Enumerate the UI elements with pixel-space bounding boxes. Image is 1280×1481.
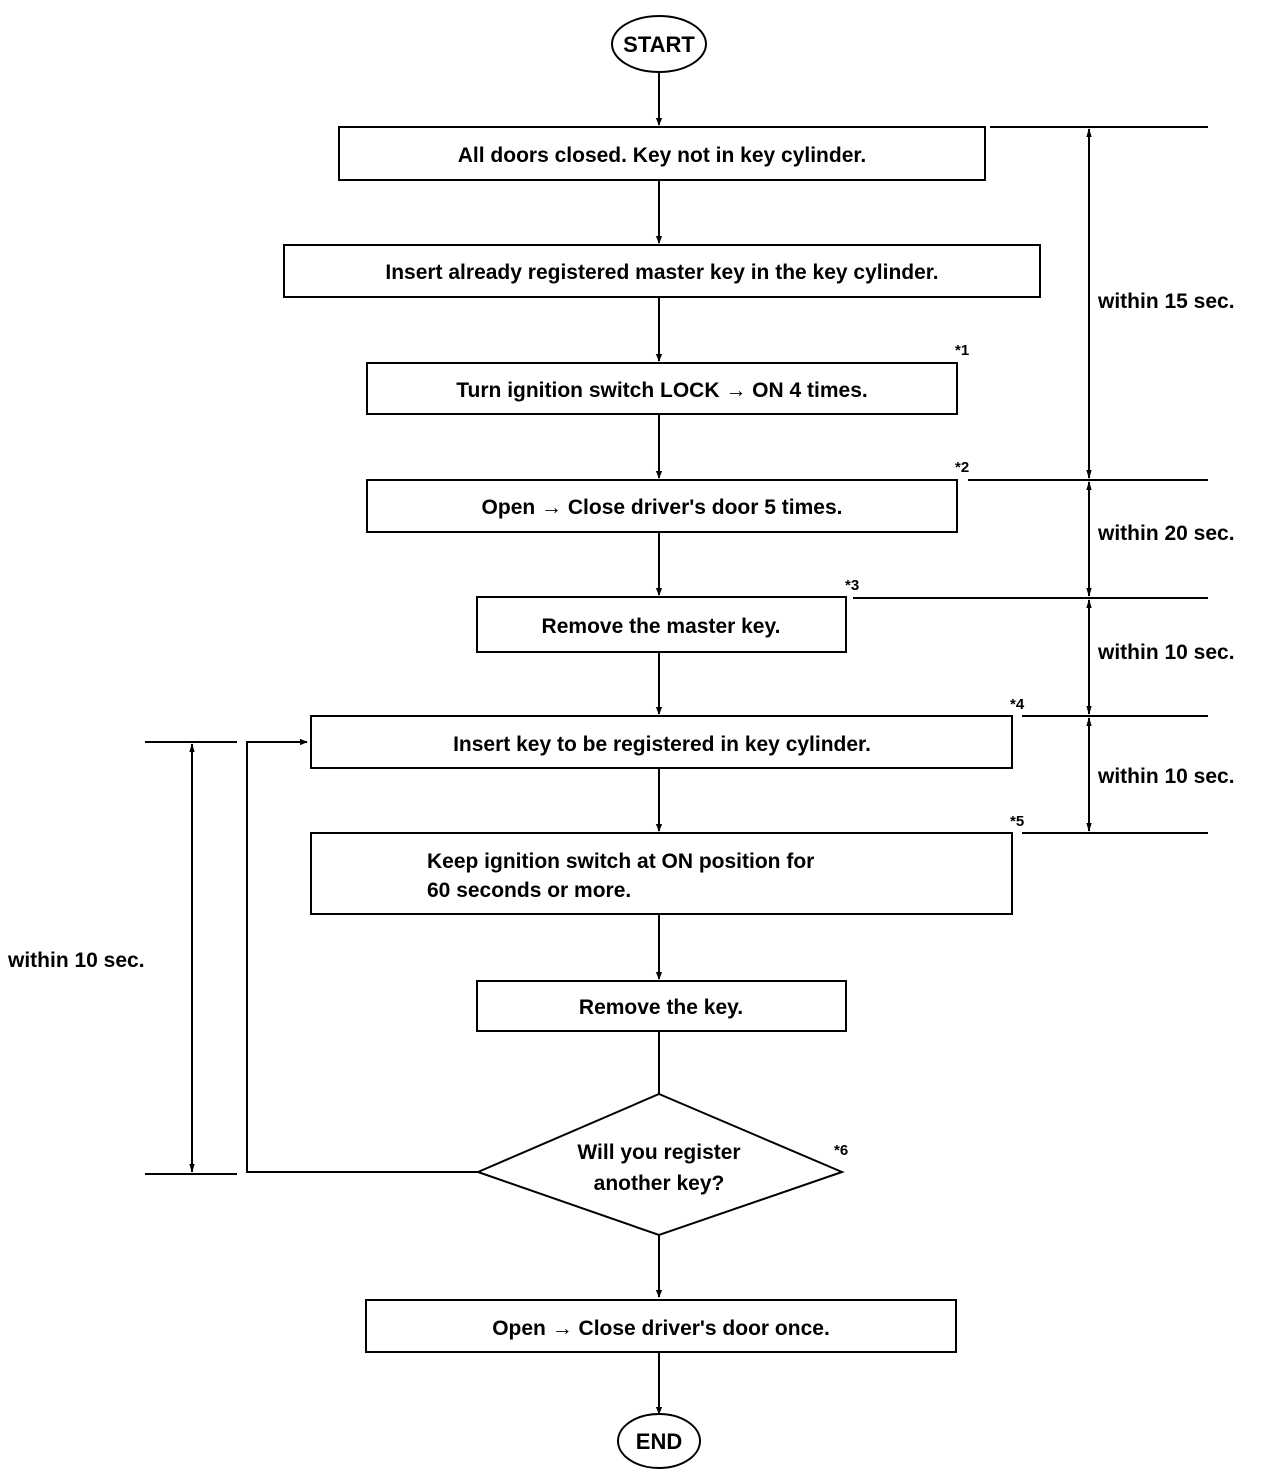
note-marker-1: *1 [955,342,969,359]
step-1-box: All doors closed. Key not in key cylinde… [338,126,986,181]
step-6-box: Insert key to be registered in key cylin… [310,715,1013,769]
decision-label-line-1: Will you register [577,1141,740,1164]
end-terminal: END [617,1413,701,1469]
step-2-label: Insert already registered master key in … [385,261,938,284]
decision-label-line-2: another key? [594,1172,725,1195]
flow-connectors [246,72,663,1415]
timing-label-15s: within 15 sec. [1097,290,1235,313]
step-5-label: Remove the master key. [542,615,781,638]
note-marker-2: *2 [955,459,969,476]
start-label: START [623,32,695,57]
step-10-box: Open → Close driver's door once. [365,1299,957,1353]
note-markers: *1 *2 *3 *4 *5 *6 [834,342,1025,1159]
timing-dimension-left: within 10 sec. [7,741,237,1175]
step-3-label: Turn ignition switch LOCK → ON 4 times. [456,379,867,402]
end-label: END [636,1429,682,1454]
step-7-label-line-2: 60 seconds or more. [427,879,631,902]
start-terminal: START [611,15,707,73]
step-6-label: Insert key to be registered in key cylin… [453,733,871,756]
timing-label-10s-b: within 10 sec. [1097,765,1235,788]
timing-dimensions-right: within 15 sec. within 20 sec. within 10 … [853,126,1235,834]
note-marker-5: *5 [1010,813,1024,830]
step-1-label: All doors closed. Key not in key cylinde… [458,144,866,167]
note-marker-4: *4 [1010,696,1025,713]
step-4-box: Open → Close driver's door 5 times. [366,479,958,533]
step-2-box: Insert already registered master key in … [283,244,1041,298]
timing-label-20s: within 20 sec. [1097,522,1235,545]
step-7-label-line-1: Keep ignition switch at ON position for [427,850,814,873]
step-10-label: Open → Close driver's door once. [492,1317,830,1340]
timing-label-10s-a: within 10 sec. [1097,641,1235,664]
loop-back-connector [246,738,478,1173]
step-5-box: Remove the master key. [476,596,847,653]
step-8-label: Remove the key. [579,996,743,1019]
timing-label-loop: within 10 sec. [7,949,145,972]
step-4-label: Open → Close driver's door 5 times. [482,496,843,519]
note-marker-6: *6 [834,1142,848,1159]
step-7-box: Keep ignition switch at ON position for … [310,832,1013,915]
step-3-box: Turn ignition switch LOCK → ON 4 times. [366,362,958,415]
decision-diamond: Will you register another key? [475,1092,845,1237]
note-marker-3: *3 [845,577,859,594]
step-8-box: Remove the key. [476,980,847,1032]
